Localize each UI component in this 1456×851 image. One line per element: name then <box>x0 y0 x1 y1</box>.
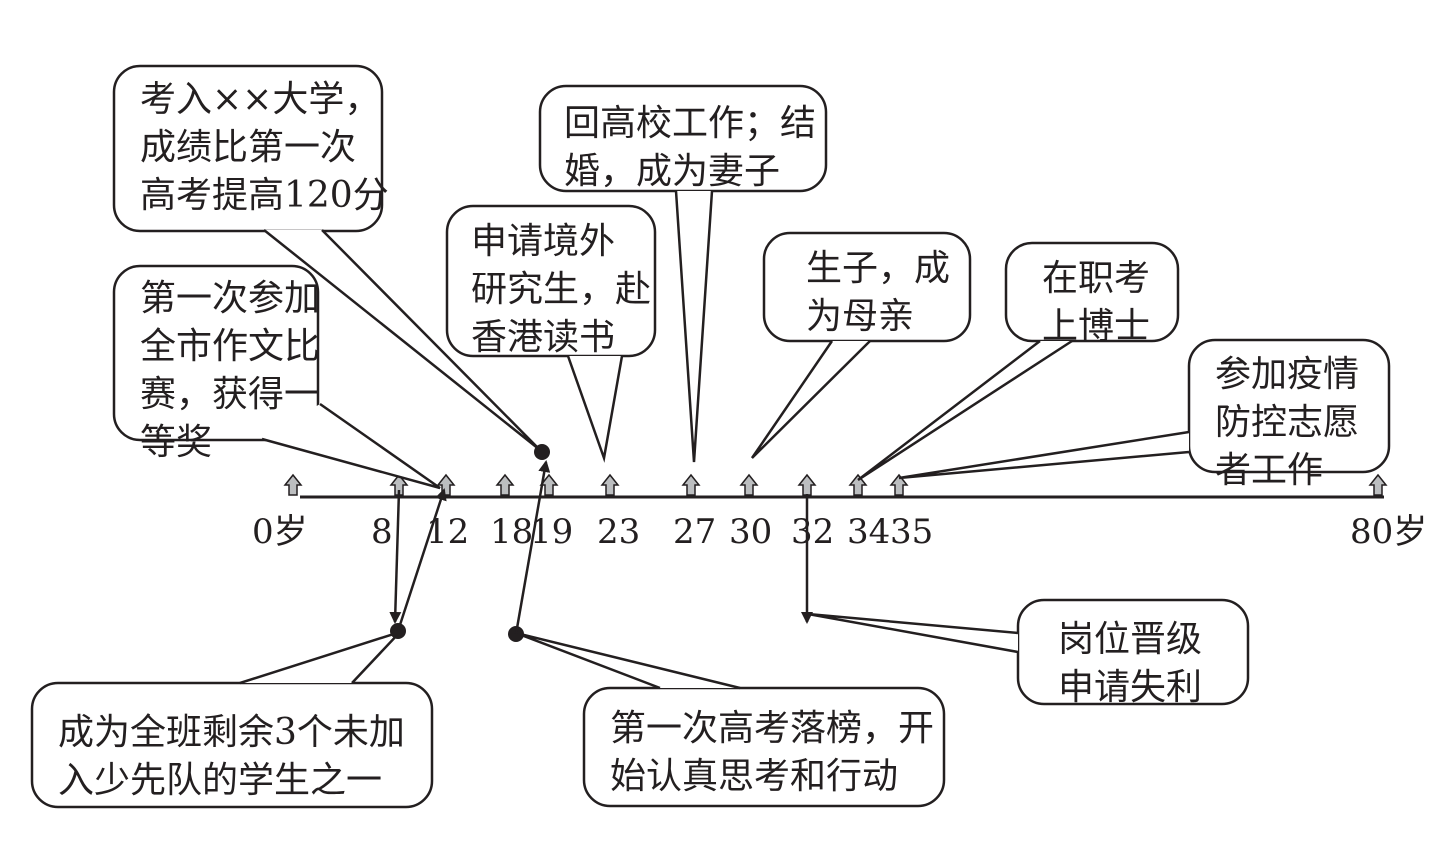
tick-label-age-12: 12 <box>426 512 470 552</box>
tick-label-age-32: 32 <box>791 512 835 552</box>
tick-label-age-35: 35 <box>890 512 934 552</box>
tick-marker-age-34 <box>848 473 868 496</box>
arrow-8-to-pioneers <box>389 489 402 624</box>
tick-marker-age-27 <box>681 473 701 496</box>
tick-label-age-18: 18 <box>490 512 534 552</box>
bubble-back-to-college: 回高校工作；结 婚，成为妻子 <box>564 103 817 192</box>
bubble-hk-study-tail <box>566 355 624 463</box>
tick-marker-age-12 <box>436 473 456 496</box>
tick-label-age-19: 19 <box>530 512 574 552</box>
bubble-university: 考入××大学， 成绩比第一次 高考提高120分 <box>140 79 389 216</box>
tick-marker-age-35 <box>889 473 909 496</box>
tick-marker-age-8 <box>389 473 409 496</box>
tick-marker-age-80 <box>1368 473 1388 496</box>
bubble-exam-fail-tail <box>515 631 741 690</box>
bubble-composition-award: 第一次参加 全市作文比 赛，获得一 等奖 <box>140 278 321 463</box>
bubble-pioneers-box <box>30 681 434 809</box>
bubble-phd-tail <box>857 339 1073 482</box>
bubble-composition-award-tail <box>261 402 441 490</box>
bubble-mother-tail <box>750 340 871 459</box>
bubble-promotion-fail: 岗位晋级 申请失利 <box>1058 619 1203 708</box>
bubble-hk-study-box <box>445 204 657 358</box>
bubble-composition-award-tail-fill <box>262 404 440 488</box>
bubble-back-to-college-tail <box>674 190 714 463</box>
tick-marker-age-32 <box>797 473 817 496</box>
tick-marker-age-23 <box>600 473 620 496</box>
tick-marker-age-18 <box>495 473 515 496</box>
tick-label-age-0: 0岁 <box>252 512 308 552</box>
tick-label-age-34: 34 <box>847 512 891 552</box>
bubble-volunteer: 参加疫情 防控志愿 者工作 <box>1215 354 1360 491</box>
tick-label-age-8: 8 <box>371 512 393 552</box>
bubble-phd: 在职考 上博士 <box>1042 258 1151 347</box>
milestone-dot-university <box>534 444 550 460</box>
tick-marker-age-19 <box>539 473 559 496</box>
bubble-volunteer-tail <box>898 430 1190 480</box>
tick-marker-age-0 <box>283 473 303 496</box>
bubble-pioneers: 成为全班剩余3个未加 入少先队的学生之一 <box>58 712 405 801</box>
tick-label-age-23: 23 <box>597 512 641 552</box>
bubble-composition-award-box <box>112 264 320 442</box>
tick-label-age-30: 30 <box>729 512 773 552</box>
bubble-hk-study: 申请境外 研究生，赴 香港读书 <box>471 221 652 358</box>
bubble-exam-fail: 第一次高考落榜，开 始认真思考和行动 <box>610 708 935 797</box>
bubble-exam-fail-box <box>582 686 946 808</box>
bubble-back-to-college-tail-fill <box>676 191 712 462</box>
bubble-phd-box <box>1004 241 1180 343</box>
tick-label-age-80: 80岁 <box>1350 512 1428 552</box>
tick-label-age-27: 27 <box>673 512 717 552</box>
arrow-exam-fail-to-19 <box>514 460 551 635</box>
bubble-volunteer-box <box>1187 338 1391 474</box>
arrow-pioneers-to-12 <box>396 488 447 632</box>
bubble-university-box <box>112 64 384 233</box>
tick-marker-age-30 <box>739 473 759 496</box>
bubble-mother: 生子，成 为母亲 <box>806 248 951 337</box>
